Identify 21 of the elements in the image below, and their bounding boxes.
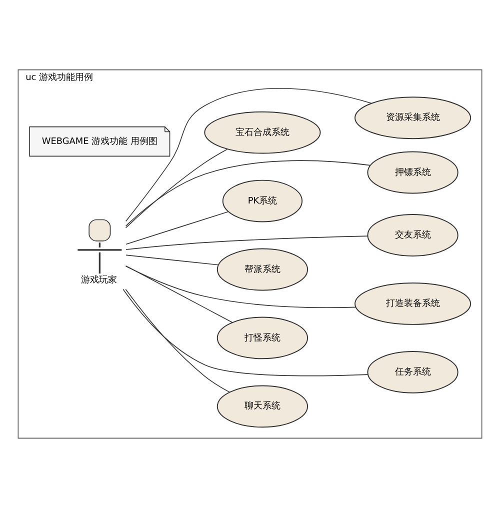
connector (125, 160, 371, 226)
node-ellipse: 交友系统 (367, 214, 458, 256)
node-ellipse: 聊天系统 (216, 385, 308, 428)
connector (125, 88, 372, 222)
node-ellipse: 宝石合成系统 (204, 111, 321, 154)
connector (126, 211, 229, 245)
connector (125, 148, 228, 228)
node-label: 游戏玩家 (80, 275, 117, 286)
node-ellipse: 任务系统 (367, 351, 458, 394)
connector (126, 254, 219, 266)
node-ellipse: 帮派系统 (216, 248, 308, 291)
connector (125, 266, 356, 308)
connector (122, 288, 369, 376)
node-ellipse: 资源采集系统 (354, 96, 472, 140)
node-ellipse: 打怪系统 (216, 316, 308, 360)
node-ellipse: 打造装备系统 (354, 282, 472, 325)
node-ellipse: 押镖系统 (367, 151, 458, 194)
node-ellipse: PK系统 (222, 180, 303, 222)
connector (125, 288, 230, 393)
connector (126, 236, 368, 250)
connector (125, 265, 233, 323)
